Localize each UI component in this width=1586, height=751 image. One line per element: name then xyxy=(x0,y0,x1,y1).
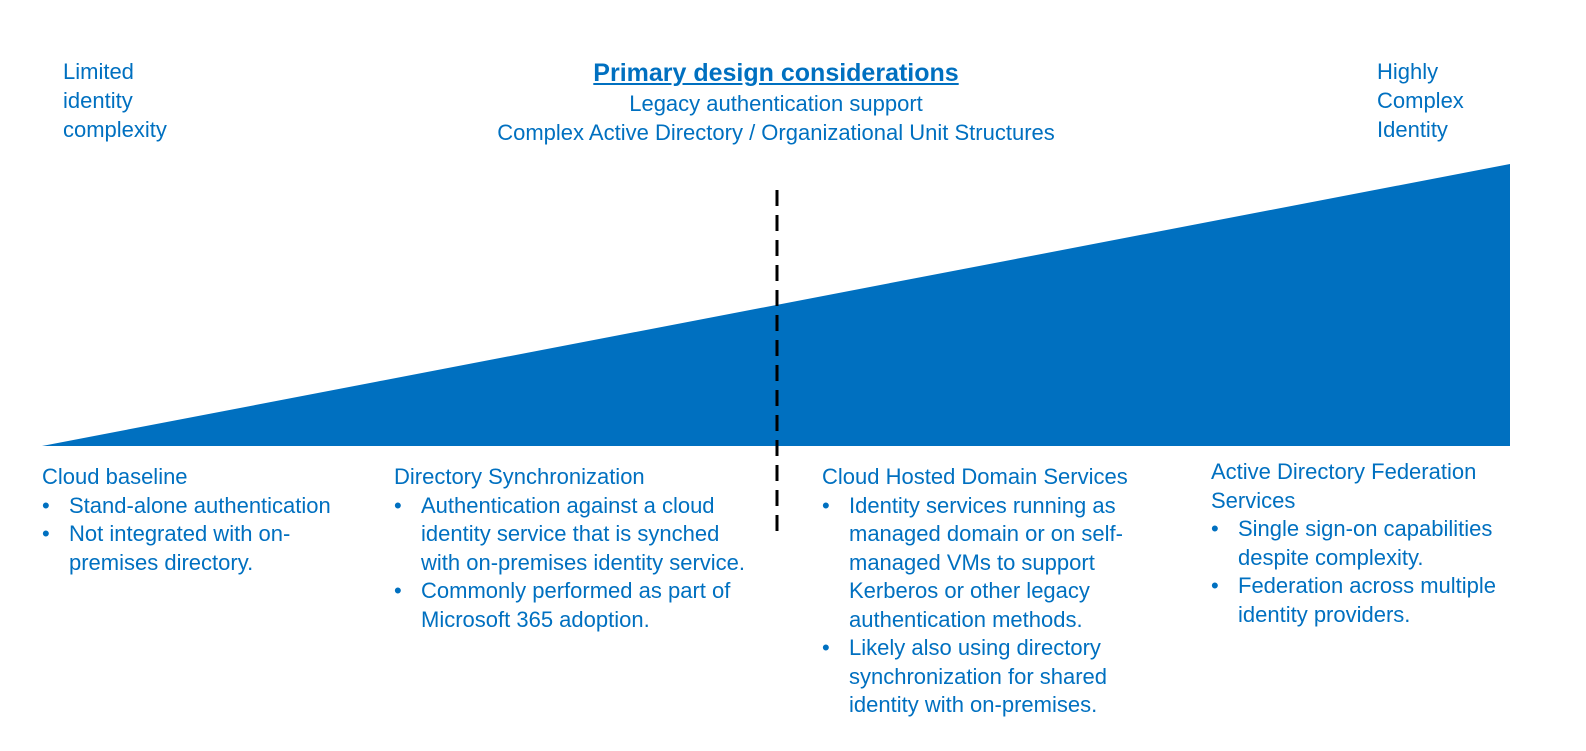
stage-bullet: Authentication against a cloud identity … xyxy=(394,492,754,578)
stage-bullet-list: Stand-alone authentication Not integrate… xyxy=(42,492,342,578)
consideration-line: Legacy authentication support xyxy=(629,91,923,116)
stage-heading: Cloud baseline xyxy=(42,464,188,489)
stage-bullet-list: Single sign-on capabilities despite comp… xyxy=(1211,515,1531,629)
stage-bullet-list: Authentication against a cloud identity … xyxy=(394,492,754,635)
corner-right-line: Complex xyxy=(1377,88,1464,113)
corner-right-line: Highly xyxy=(1377,59,1439,84)
stage-bullet-list: Identity services running as managed dom… xyxy=(822,492,1167,720)
consideration-line: Complex Active Directory / Organizationa… xyxy=(497,120,1055,145)
corner-left-line: Limited xyxy=(63,59,134,84)
stage-active-directory-federation-services: Active Directory Federation Services Sin… xyxy=(1211,458,1531,629)
stage-bullet: Commonly performed as part of Microsoft … xyxy=(394,577,754,634)
stage-heading: Cloud Hosted Domain Services xyxy=(822,464,1128,489)
stage-cloud-baseline: Cloud baseline Stand-alone authenticatio… xyxy=(42,463,342,577)
stage-cloud-hosted-domain-services: Cloud Hosted Domain Services Identity se… xyxy=(822,463,1167,720)
corner-left-line: complexity xyxy=(63,117,167,142)
stage-heading: Directory Synchronization xyxy=(394,464,645,489)
stage-directory-synchronization: Directory Synchronization Authentication… xyxy=(394,463,754,634)
corner-label-low-complexity: Limited identity complexity xyxy=(63,57,167,144)
stage-bullet: Likely also using directory synchronizat… xyxy=(822,634,1167,720)
stage-bullet: Stand-alone authentication xyxy=(42,492,342,521)
stage-bullet: Single sign-on capabilities despite comp… xyxy=(1211,515,1531,572)
primary-considerations-block: Primary design considerations Legacy aut… xyxy=(376,57,1176,147)
stage-heading: Active Directory Federation Services xyxy=(1211,459,1477,513)
corner-right-line: Identity xyxy=(1377,117,1448,142)
page-title: Primary design considerations xyxy=(593,59,959,87)
stage-bullet: Identity services running as managed dom… xyxy=(822,492,1167,635)
corner-left-line: identity xyxy=(63,88,133,113)
stage-bullet: Not integrated with on-premises director… xyxy=(42,520,342,577)
stage-bullet: Federation across multiple identity prov… xyxy=(1211,572,1531,629)
corner-label-high-complexity: Highly Complex Identity xyxy=(1377,57,1464,144)
